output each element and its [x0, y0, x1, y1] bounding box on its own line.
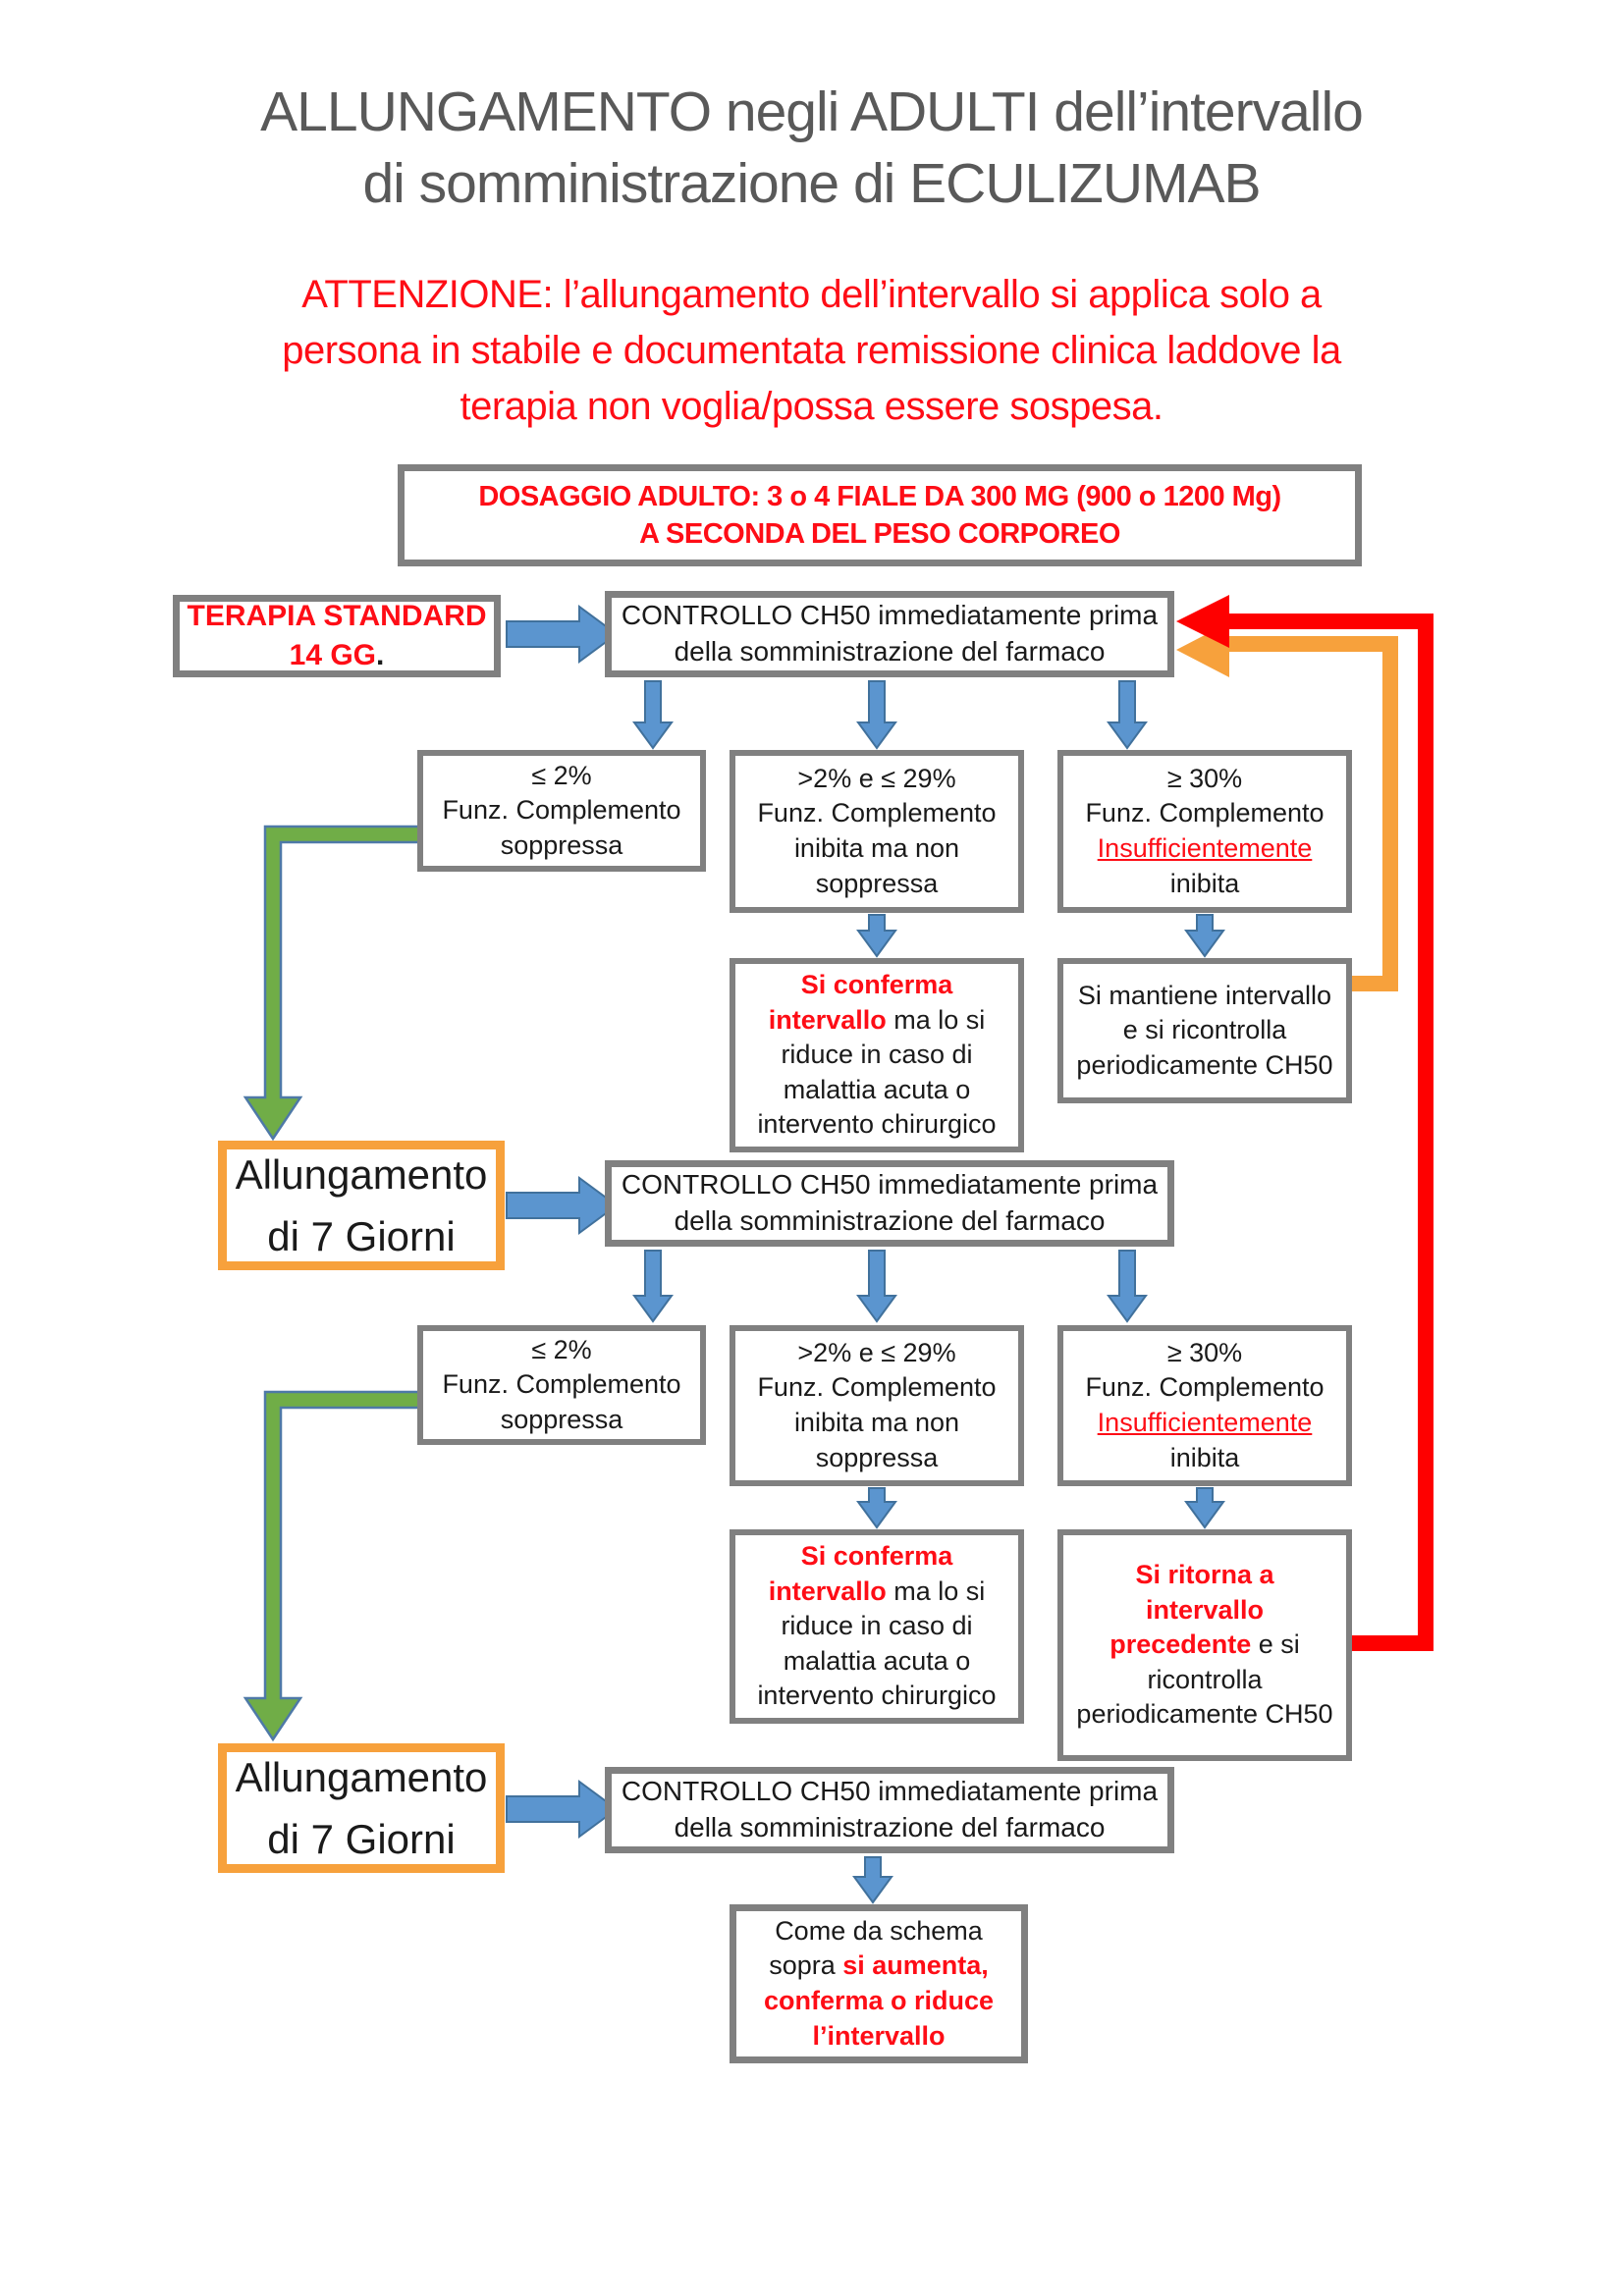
branch-high-box-2: ≥ 30% Funz. Complemento Insufficientemen… [1057, 1325, 1352, 1486]
confirm2-line5: intervento chirurgico [757, 1681, 997, 1711]
arrow-controllo1-to-branch-low [632, 680, 674, 750]
warning-text: ATTENZIONE: l’allungamento dell’interval… [0, 267, 1623, 434]
arrow-extension1-to-controllo2 [506, 1176, 619, 1235]
controllo-ch50-box-1: CONTROLLO CH50 immediatamente prima dell… [605, 591, 1174, 677]
branch-high2-pct: ≥ 30% [1166, 1337, 1243, 1367]
controllo-ch50-box-2: CONTROLLO CH50 immediatamente prima dell… [605, 1160, 1174, 1247]
arrow-controllo2-to-branch-high [1107, 1250, 1148, 1323]
extension-7-days-box-2: Allungamento di 7 Giorni [218, 1743, 505, 1873]
page-title-line2: di somministrazione di ECULIZUMAB [362, 151, 1261, 215]
branch-high-box-1: ≥ 30% Funz. Complemento Insufficientemen… [1057, 750, 1352, 913]
extension-7-days-box-1: Allungamento di 7 Giorni [218, 1141, 505, 1270]
branch-low-box-2: ≤ 2% Funz. Complemento soppressa [417, 1325, 706, 1445]
branch-high2-line4: inibita [1169, 1442, 1240, 1472]
extension2-line2: di 7 Giorni [267, 1816, 456, 1862]
controllo3-line2: della somministrazione del farmaco [674, 1812, 1106, 1842]
maintain-line3: periodicamente CH50 [1076, 1049, 1333, 1080]
return-red2: intervallo [1145, 1594, 1265, 1625]
confirm1-line5: intervento chirurgico [757, 1109, 997, 1140]
branch-mid1-line4: soppressa [815, 868, 939, 898]
confirm-interval-box-2: Si conferma intervallo ma lo si riduce i… [730, 1529, 1024, 1724]
controllo1-line1: CONTROLLO CH50 immediatamente prima [621, 600, 1159, 631]
branch-mid2-line4: soppressa [815, 1442, 939, 1472]
branch-high1-line2: Funz. Complemento [1085, 798, 1325, 828]
branch-high1-line4: inibita [1169, 868, 1240, 898]
arrow-branch-mid2-to-confirm2 [856, 1487, 897, 1529]
branch-mid2-line3: inibita ma non [793, 1408, 960, 1437]
branch-high2-line2: Funz. Complemento [1085, 1372, 1325, 1403]
extension1-line2: di 7 Giorni [267, 1213, 456, 1259]
return-line4: ricontrolla [1147, 1664, 1263, 1694]
branch-high2-line3: Insufficientemente [1097, 1408, 1313, 1437]
controllo2-line1: CONTROLLO CH50 immediatamente prima [621, 1169, 1159, 1201]
final-line3: conferma o riduce [763, 1986, 995, 2015]
return-previous-interval-box: Si ritorna a intervallo precedente e si … [1057, 1529, 1352, 1761]
extension2-line1: Allungamento [235, 1754, 488, 1800]
standard-therapy-line2: 14 GG. [289, 639, 385, 671]
final-line1: Come da schema [775, 1915, 983, 1946]
branch-mid2-pct: >2% e ≤ 29% [797, 1337, 956, 1367]
maintain-interval-box: Si mantiene intervallo e si ricontrolla … [1057, 958, 1352, 1103]
branch-high1-pct: ≥ 30% [1166, 763, 1243, 793]
controllo-ch50-box-3: CONTROLLO CH50 immediatamente prima dell… [605, 1767, 1174, 1853]
branch-mid1-line3: inibita ma non [793, 833, 960, 863]
controllo1-line2: della somministrazione del farmaco [674, 636, 1106, 667]
extension1-line1: Allungamento [235, 1151, 488, 1198]
maintain-line2: e si ricontrolla [1122, 1015, 1287, 1045]
return-line5: periodicamente CH50 [1076, 1699, 1333, 1730]
confirm2-line2: intervallo ma lo si [768, 1575, 986, 1606]
warning-line3: terapia non voglia/possa essere sospesa. [460, 384, 1163, 428]
branch-low2-line3: soppressa [500, 1404, 623, 1434]
standard-therapy-box: TERAPIA STANDARD 14 GG. [173, 595, 501, 677]
branch-low1-line2: Funz. Complemento [442, 795, 681, 826]
arrow-controllo1-to-branch-high [1107, 680, 1148, 750]
warning-line2: persona in stabile e documentata remissi… [282, 328, 1341, 372]
standard-therapy-line1: TERAPIA STANDARD [187, 600, 487, 633]
branch-low1-line3: soppressa [500, 829, 623, 860]
page-title: ALLUNGAMENTO negli ADULTI dell’intervall… [0, 77, 1623, 220]
branch-mid1-pct: >2% e ≤ 29% [797, 763, 956, 793]
arrow-green-branchlow2-to-extension2 [243, 1390, 421, 1742]
arrow-controllo3-to-final [852, 1856, 893, 1904]
branch-mid-box-1: >2% e ≤ 29% Funz. Complemento inibita ma… [730, 750, 1024, 913]
branch-low1-pct: ≤ 2% [531, 760, 592, 790]
page-title-line1: ALLUNGAMENTO negli ADULTI dell’intervall… [260, 80, 1364, 143]
arrow-branch-high2-to-return [1184, 1487, 1225, 1529]
branch-low-box-1: ≤ 2% Funz. Complemento soppressa [417, 750, 706, 872]
controllo3-line1: CONTROLLO CH50 immediatamente prima [621, 1776, 1159, 1807]
confirm1-red1: Si conferma [800, 969, 953, 999]
branch-low2-pct: ≤ 2% [531, 1334, 592, 1364]
confirm1-line2: intervallo ma lo si [768, 1004, 986, 1035]
controllo2-line2: della somministrazione del farmaco [674, 1205, 1106, 1236]
arrow-branch-mid1-to-confirm1 [856, 914, 897, 958]
arrow-green-branchlow1-to-extension1 [243, 825, 421, 1142]
confirm-interval-box-1: Si conferma intervallo ma lo si riduce i… [730, 958, 1024, 1152]
final-line4: l’intervallo [812, 2020, 946, 2051]
branch-mid2-line2: Funz. Complemento [757, 1372, 997, 1403]
branch-mid-box-2: >2% e ≤ 29% Funz. Complemento inibita ma… [730, 1325, 1024, 1486]
maintain-line1: Si mantiene intervallo [1077, 980, 1332, 1010]
return-line3: precedente e si [1109, 1629, 1300, 1660]
arrow-branch-high1-to-maintain [1184, 914, 1225, 958]
confirm2-line3: riduce in caso di [781, 1611, 973, 1641]
arrow-standard-to-controllo1 [506, 605, 619, 664]
final-line2: sopra si aumenta, [769, 1950, 989, 1981]
final-scheme-box: Come da schema sopra si aumenta, conferm… [730, 1904, 1028, 2063]
branch-low2-line2: Funz. Complemento [442, 1369, 681, 1400]
arrow-controllo2-to-branch-mid [856, 1250, 897, 1323]
arrow-controllo1-to-branch-mid [856, 680, 897, 750]
warning-line1: ATTENZIONE: l’allungamento dell’interval… [301, 273, 1322, 316]
branch-mid1-line2: Funz. Complemento [757, 798, 997, 828]
arrow-extension2-to-controllo3 [506, 1780, 619, 1839]
arrow-controllo2-to-branch-low [632, 1250, 674, 1323]
branch-high1-line3: Insufficientemente [1097, 833, 1313, 863]
confirm1-line4: malattia acuta o [783, 1074, 971, 1104]
confirm2-line4: malattia acuta o [783, 1645, 971, 1676]
confirm1-line3: riduce in caso di [781, 1040, 973, 1070]
dosage-line1: DOSAGGIO ADULTO: 3 o 4 FIALE DA 300 MG (… [478, 480, 1281, 512]
dosage-line2: A SECONDA DEL PESO CORPOREO [639, 518, 1120, 550]
confirm2-red1: Si conferma [800, 1540, 953, 1571]
dosage-box: DOSAGGIO ADULTO: 3 o 4 FIALE DA 300 MG (… [398, 464, 1362, 566]
return-red1: Si ritorna a [1135, 1559, 1274, 1589]
